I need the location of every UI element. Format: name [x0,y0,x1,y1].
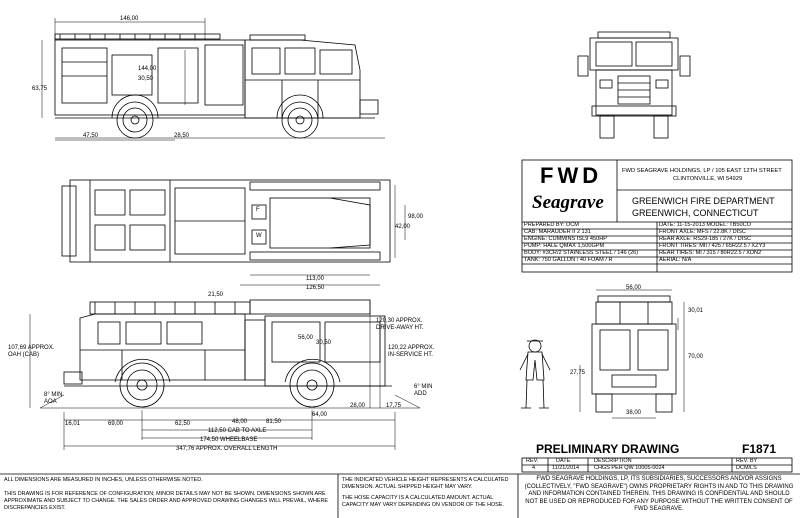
plan-label-w: W [256,233,262,239]
dim-120b: 120,22 APPROX. IN-SERVICE HT. [388,345,435,358]
spec-right-3: FRONT TIRES: MII / 425 / 65R22.5 / XZY3 [659,243,766,249]
spec-right-4: REAR TIRES: MI / 315 / 80R22.5 / XDN2 [659,250,762,256]
dim-56r: 56,00 [626,285,642,291]
firefighter-figure [519,339,551,409]
company-city: CLINTONVILLE, WI 54929 [673,176,743,182]
spec-right-2: REAR AXLE: RS29-185 / 27K / DISC [659,236,752,242]
side-elevation-top [41,18,385,141]
title-block-frame [0,159,800,518]
dim-30: 30,50 [138,76,154,82]
dim-64: 64,00 [312,412,328,418]
dim-30b: 30,50 [316,340,332,346]
dim-28b: 28,00 [350,403,366,409]
customer-line2: GREENWICH, CONNECTICUT [632,208,759,218]
front-view [577,31,691,139]
logo-fwd: FWD [540,163,603,188]
dim-27: 27,75 [570,370,586,376]
rev-row-description: CHGS PER QW 10005-0024 [594,465,665,471]
drawing-number: F1871 [742,442,777,456]
note-height: THE INDICATED VEHICLE HEIGHT REPRESENTS … [342,477,509,490]
note-dimensions: ALL DIMENSIONS ARE MEASURED IN INCHES, U… [4,477,203,483]
rev-header-by: REV. BY [736,458,758,464]
dim-16: 16,01 [65,421,81,427]
dim-47: 47,50 [83,133,99,139]
dim-69: 69,00 [108,421,124,427]
rev-row-date: 11/21/2014 [552,465,580,471]
spec-left-2: ENGINE: CUMMINS ISL9 450HP [524,236,607,242]
plan-view [61,179,406,286]
rear-view [579,289,685,419]
rev-header-date: DATE [556,458,571,464]
preliminary-drawing: PRELIMINARY DRAWING [536,442,680,456]
dim-48: 48,00 [232,419,248,425]
spec-left-4: BODY: #3CR/2 STAINLESS STEEL / 146 (26) [524,250,639,256]
rev-header-description: DESCRIPTION [594,458,632,464]
side-elevation-main [29,299,421,450]
rev-row-rev: 4 [532,465,536,471]
logo-seagrave: Seagrave [532,192,604,213]
dim-add: 6° MIN ADD [414,384,433,397]
spec-left-0: PREPARED BY: DCM [524,222,579,228]
dim-17: 17,75 [386,403,402,409]
dim-144: 144,00 [138,66,157,72]
spec-right-1: FRONT AXLE: MFS / 22.8K / DISC [659,229,746,235]
dim-38: 38,00 [626,410,642,416]
dim-56: 56,00 [298,335,314,341]
spec-left-3: PUMP: HALE QMAX 1,500GPM [524,243,605,249]
company-address: FWD SEAGRAVE HOLDINGS, LP / 105 EAST 12T… [622,168,782,174]
dim-347: 347,76 APPROX. OVERALL LENGTH [176,446,278,452]
dim-98: 98,00 [408,214,424,220]
spec-right-5: AERIAL: N/A [659,257,692,263]
dim-63: 63,75 [32,86,48,92]
note-hose: THE HOSE CAPACITY IS A CALCULATED AMOUNT… [342,495,504,508]
dim-107: 107,69 APPROX. OAH (CAB) [8,345,55,358]
dim-aoa: 8° MIN AOA [44,392,63,405]
dim-120a: 120,30 APPROX. DRIVE-AWAY HT. [376,318,424,331]
dim-126: 126,50 [306,285,325,291]
spec-left-5: TANK: 750 GALLON / 40 FOAM / R [524,257,613,263]
spec-left-1: CAB: MARAUDER II 2 131 [524,229,591,235]
note-proprietary: FWD SEAGRAVE HOLDINGS, LP, ITS SUBSIDIAR… [524,476,794,513]
rev-row-by: DCM/LS [736,465,757,471]
dim-112: 112,50 CAB TO AXLE [208,428,267,434]
rev-header-rev: REV. [526,458,539,464]
note-reference: THIS DRAWING IS FOR REFERENCE OF CONFIGU… [4,491,329,511]
dim-42: 42,00 [395,224,411,230]
dim-113: 113,00 [306,276,324,282]
dim-30r: 30,01 [688,308,704,314]
dim-62: 62,50 [175,421,191,427]
dim-174: 174,50 WHEELBASE [200,437,258,443]
plan-label-f: F [256,207,260,213]
dim-28: 28,50 [174,133,190,139]
dim-146: 146,00 [120,16,139,22]
dim-21: 21,50 [208,292,224,298]
customer-line1: GREENWICH FIRE DEPARTMENT [632,196,775,206]
dim-81: 81,50 [266,419,282,425]
dim-70: 70,00 [688,354,704,360]
spec-right-0: DATE: 11-15-2013 MODEL: TB50CO [659,222,752,228]
